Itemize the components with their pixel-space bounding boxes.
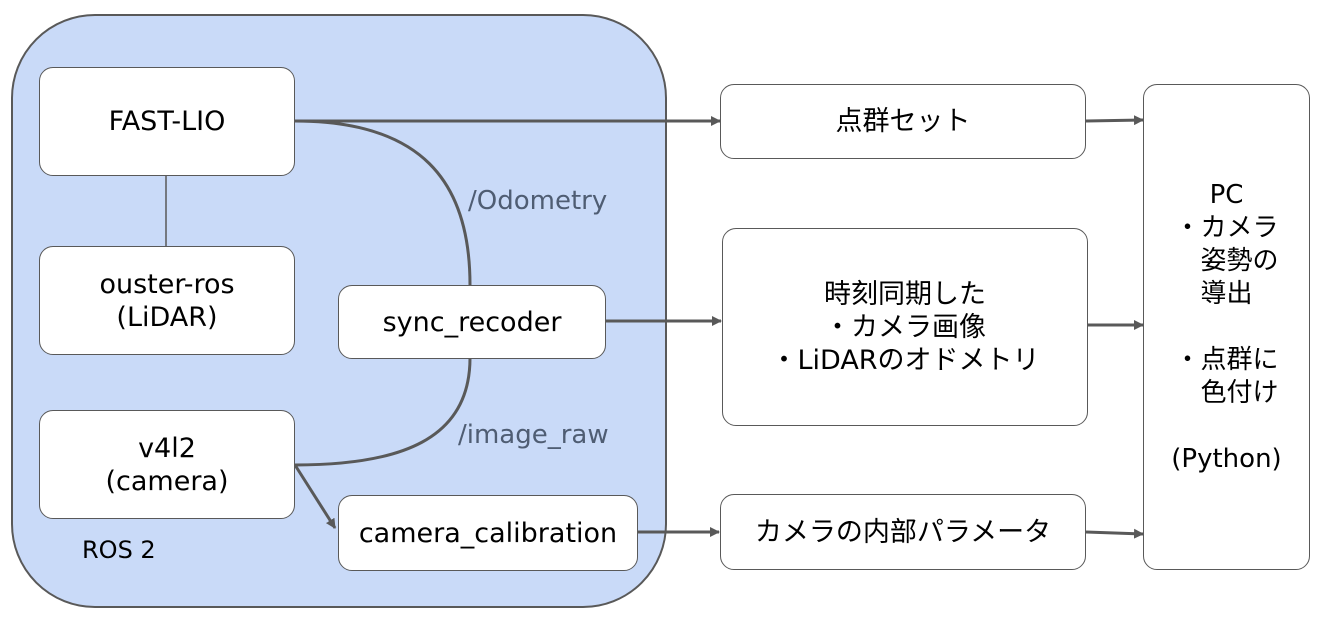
output-pointcloud-set: 点群セット <box>720 84 1086 159</box>
node-ouster-ros: ouster-ros (LiDAR) <box>39 246 295 355</box>
node-v4l2: v4l2 (camera) <box>39 410 295 519</box>
node-sync-recoder: sync_recoder <box>338 285 606 359</box>
output-synced-data: 時刻同期した ・カメラ画像 ・LiDARのオドメトリ <box>722 228 1088 426</box>
pc-box: PC ・カメラ 姿勢の 導出 ・点群に 色付け (Python) <box>1143 84 1310 570</box>
node-fast-lio: FAST-LIO <box>39 67 295 176</box>
arrow-pointcloud-to-pc <box>1085 115 1144 126</box>
arrow-v4l2-to-calibration <box>293 464 337 529</box>
pc-title: PC <box>1209 179 1244 210</box>
output-camera-intrinsics: カメラの内部パラメータ <box>720 494 1086 570</box>
topic-odometry-label: /Odometry <box>468 186 608 216</box>
image-raw-curve <box>294 357 472 467</box>
pc-task-list: ・カメラ 姿勢の 導出 ・点群に 色付け <box>1174 212 1279 408</box>
pc-language: (Python) <box>1171 443 1282 474</box>
arrow-intrinsics-to-pc <box>1085 528 1144 539</box>
ros2-label: ROS 2 <box>82 536 156 564</box>
node-camera-calibration: camera_calibration <box>338 495 638 571</box>
topic-image-raw-label: /image_raw <box>458 420 609 450</box>
odometry-curve <box>294 119 472 286</box>
